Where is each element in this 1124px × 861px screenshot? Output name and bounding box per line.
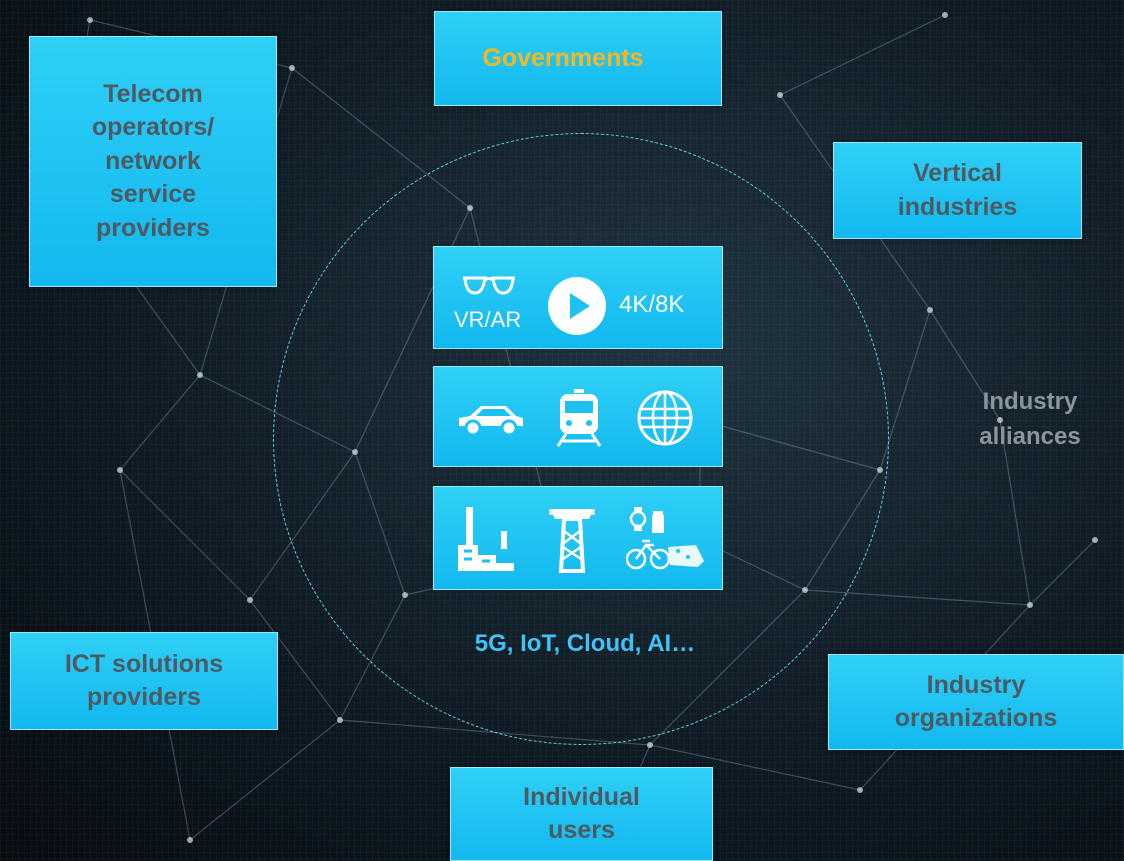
telecom-line-3: network — [105, 146, 201, 175]
watch-bottle-bike-icon — [626, 507, 704, 570]
individual-users-box: Individual users — [450, 767, 713, 861]
network-node — [997, 417, 1003, 423]
network-link — [929, 309, 1001, 421]
network-link — [649, 744, 861, 791]
transport-icons-box — [433, 366, 723, 467]
vr-ar-label: VR/AR — [454, 307, 522, 332]
globe-icon — [637, 390, 693, 446]
network-node — [117, 467, 123, 473]
vertical-line-1: Vertical — [913, 159, 1002, 187]
telecom-line-4: service — [109, 180, 197, 209]
alliances-line-1: Industry — [982, 388, 1078, 415]
network-node — [777, 92, 783, 98]
alliances-line-2: alliances — [979, 422, 1081, 450]
industry-alliances-label: Industry alliances — [950, 385, 1110, 455]
network-node — [942, 12, 948, 18]
ict-providers-box: ICT solutions providers — [10, 632, 278, 730]
network-node — [647, 742, 653, 748]
factory-icon — [458, 507, 514, 571]
network-node — [857, 787, 863, 793]
train-icon — [556, 389, 602, 447]
media-icons-box: VR/AR 4K/8K — [433, 246, 723, 349]
orgs-line-2: organizations — [894, 704, 1058, 732]
vertical-line-2: industries — [897, 192, 1018, 221]
network-link — [119, 469, 251, 601]
network-node — [247, 597, 253, 603]
network-node — [1027, 602, 1033, 608]
resolution-label: 4K/8K — [619, 291, 685, 318]
ecosystem-ring — [273, 133, 889, 745]
ict-line-2: providers — [87, 683, 201, 711]
network-link — [249, 599, 341, 721]
network-node — [1092, 537, 1098, 543]
network-node — [337, 717, 343, 723]
network-node — [289, 65, 295, 71]
governments-label: Governments — [482, 43, 644, 72]
telecom-line-5: providers — [96, 213, 210, 242]
car-icon — [459, 406, 523, 437]
governments-box: Governments — [434, 11, 722, 106]
individual-line-1: Individual — [523, 782, 640, 811]
vertical-industries-box: Vertical industries — [833, 142, 1082, 239]
telecom-line-1: Telecom — [103, 79, 203, 108]
network-node — [197, 372, 203, 378]
technologies-label: 5G, IoT, Cloud, AI… — [474, 630, 696, 657]
orgs-line-1: Industry — [926, 670, 1026, 699]
network-node — [927, 307, 933, 313]
power-tower-icon — [549, 509, 595, 573]
network-link — [119, 374, 201, 471]
ict-line-1: ICT solutions — [64, 649, 224, 678]
network-link — [779, 14, 946, 96]
network-node — [87, 17, 93, 23]
network-node — [187, 837, 193, 843]
industry-icons-box — [433, 486, 723, 590]
play-icon — [548, 277, 606, 335]
individual-line-2: users — [548, 816, 615, 844]
telecom-box: Telecom operators/ network service provi… — [29, 36, 277, 287]
vr-glasses-icon — [463, 276, 515, 295]
telecom-line-2: operators/ — [91, 113, 215, 142]
network-link — [999, 419, 1031, 606]
network-link — [189, 719, 341, 841]
industry-organizations-box: Industry organizations — [828, 654, 1124, 750]
network-link — [1029, 539, 1096, 606]
